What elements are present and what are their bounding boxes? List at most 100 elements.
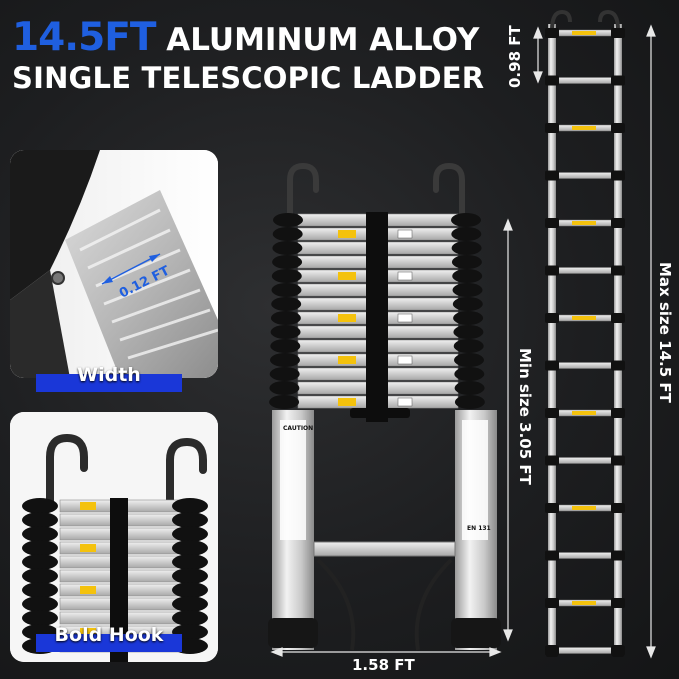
stile-segment-left [270, 339, 301, 353]
extended-rung [555, 362, 615, 369]
rung-lock-right [611, 550, 625, 561]
collapsed-ladder-stack [22, 498, 208, 662]
stile-segment-left [271, 283, 302, 297]
stack-stile-left [22, 526, 58, 542]
rung-lock-left [545, 123, 559, 133]
instruction-sticker [397, 313, 413, 323]
rung-lock-left [545, 170, 559, 181]
stile-segment-left [271, 297, 302, 311]
rung-lock-right [611, 455, 625, 466]
stack-stile-left [22, 554, 58, 570]
headline-rest: ALUMINUM ALLOY [155, 22, 480, 58]
rung-lock-right [611, 598, 625, 608]
extended-rung [555, 647, 615, 654]
extended-stile-right [614, 24, 622, 654]
stile-segment-right [452, 297, 483, 311]
min-size-dimension [503, 218, 513, 642]
svg-text:CAUTION: CAUTION [283, 425, 313, 432]
warning-sticker [338, 398, 356, 406]
bottom-rung [313, 541, 456, 557]
rung-lock-left [545, 360, 559, 371]
rung-lock-left [545, 408, 559, 418]
headline-accent: 14.5FT [12, 15, 156, 60]
stack-stile-left [22, 596, 58, 612]
rung-spacing-label: 0.98 FT [506, 25, 524, 88]
stile-segment-right [454, 395, 485, 409]
left-foot [268, 618, 318, 648]
stile-segment-left [270, 325, 301, 339]
stile-segment-left [269, 395, 300, 409]
stile-segment-left [272, 227, 303, 241]
headline-line-1: 14.5FT ALUMINUM ALLOY [12, 18, 479, 57]
extended-stile-left [548, 24, 556, 654]
stile-segment-right [451, 241, 482, 255]
warning-sticker [338, 272, 356, 280]
extended-rung [555, 172, 615, 179]
carry-strap [366, 212, 388, 422]
stile-segment-left [269, 381, 300, 395]
stack-stile-right [172, 568, 208, 584]
stack-stile-right [172, 554, 208, 570]
warning-sticker [338, 356, 356, 364]
stack-stile-left [22, 498, 58, 514]
stack-strap [110, 498, 128, 662]
stack-stile-left [22, 512, 58, 528]
stack-stile-left [22, 540, 58, 556]
stile-segment-right [451, 255, 482, 269]
rung-lock-left [545, 75, 559, 86]
rung-lock-right [611, 265, 625, 276]
stile-segment-right [453, 325, 484, 339]
instruction-sticker [397, 355, 413, 365]
stile-segment-right [454, 353, 484, 367]
stile-segment-right [451, 227, 482, 241]
rung-lock-right [611, 313, 625, 323]
stack-stile-right [172, 540, 208, 556]
extended-rung [555, 457, 615, 464]
rung-lock-left [545, 598, 559, 608]
stack-sticker [80, 502, 96, 510]
rung-lock-left [545, 503, 559, 513]
stile-segment-left [272, 255, 303, 269]
hook-closeup-illustration [10, 412, 218, 662]
stile-segment-right [452, 283, 483, 297]
extended-rung [555, 77, 615, 84]
rung-lock-left [545, 550, 559, 561]
stack-stile-right [172, 512, 208, 528]
stile-segment-left [272, 241, 303, 255]
min-size-label: Min size 3.05 FT [516, 348, 534, 485]
stack-stile-right [172, 610, 208, 626]
extended-ladder [545, 9, 625, 657]
stile-segment-left [270, 353, 300, 367]
hook-caption: Bold Hook [54, 624, 164, 646]
width-caption: Width [77, 364, 141, 386]
rung-spacing-dimension [533, 26, 543, 84]
svg-text:EN 131: EN 131 [467, 525, 491, 532]
rung-lock-right [611, 503, 625, 513]
strap-buckle [350, 408, 410, 418]
stile-segment-right [454, 381, 485, 395]
stile-segment-right [453, 339, 484, 353]
hook-left [287, 162, 319, 218]
stile-segment-right [452, 269, 483, 283]
stack-sticker [80, 628, 96, 636]
extended-foot-right [612, 645, 624, 657]
stack-stile-right [172, 498, 208, 514]
width-caption-tag: Width [36, 364, 182, 392]
hook-right [433, 162, 465, 218]
stack-sticker [80, 544, 96, 552]
width-detail-panel: 0.12 FT [10, 150, 218, 378]
stile-segment-right [453, 311, 484, 325]
rung-sticker [572, 411, 596, 415]
headline-line-2: SINGLE TELESCOPIC LADDER [12, 61, 485, 95]
stack-stile-left [22, 568, 58, 584]
right-label [462, 420, 488, 540]
rung-lock-right [611, 218, 625, 228]
stile-segment-right [454, 367, 485, 381]
max-size-label: Max size 14.5 FT [656, 262, 674, 403]
rung-sticker [572, 126, 596, 130]
stile-segment-right [451, 213, 481, 227]
right-foot [451, 618, 501, 648]
rung-lock-right [611, 75, 625, 86]
rung-sticker [572, 601, 596, 605]
rung-sticker [572, 221, 596, 225]
